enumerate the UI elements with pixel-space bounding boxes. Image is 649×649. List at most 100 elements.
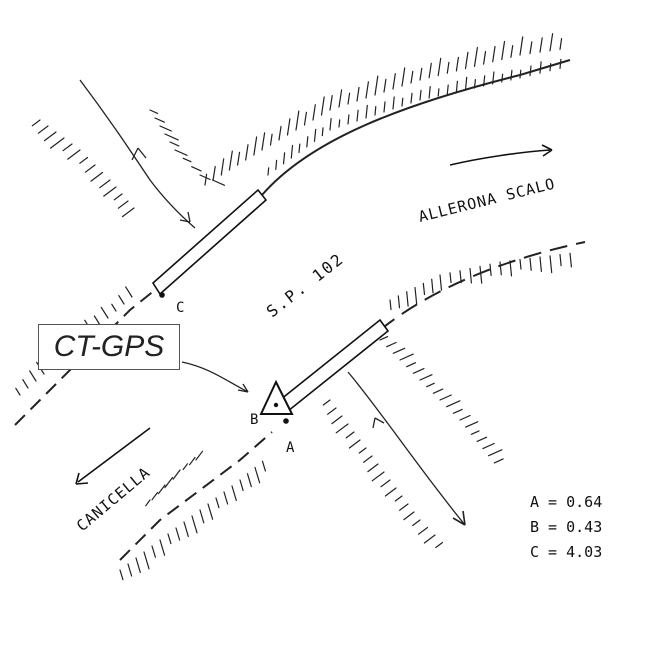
hatch-stroke [394, 495, 403, 502]
hatch-stroke [414, 286, 418, 305]
direction-east-label: ALLERONA SCALO [417, 174, 558, 225]
legend-value: 4.03 [566, 543, 603, 561]
hatch-stroke [228, 150, 233, 171]
embankment-hatching [15, 33, 573, 581]
hatch-stroke [338, 119, 341, 128]
hatch-stroke [261, 132, 266, 151]
hatch-stroke [374, 105, 377, 116]
hatch-stroke [422, 282, 426, 296]
hatch-stroke [199, 174, 211, 181]
stream-arrow-4 [452, 510, 466, 526]
hatch-stroke [312, 104, 316, 121]
hatch-stroke [84, 164, 96, 173]
hatch-stroke [386, 341, 397, 348]
hatch-stroke [419, 67, 423, 81]
hatch-stroke [432, 388, 444, 394]
hatch-stroke [338, 89, 343, 108]
hatch-stroke [403, 511, 415, 521]
hatch-stroke [380, 479, 391, 488]
hatch-stroke [93, 315, 101, 326]
stream-lower-right [347, 371, 466, 526]
hatch-stroke [327, 407, 337, 415]
legend-sep: = [539, 543, 567, 561]
hatch-stroke [371, 471, 385, 482]
hatch-stroke [295, 110, 300, 131]
legend: A = 0.64 B = 0.43 C = 4.03 [530, 490, 640, 565]
hatch-stroke [501, 73, 504, 83]
hatch-stroke [356, 86, 360, 102]
hatch-stroke [119, 569, 124, 581]
hatch-stroke [125, 286, 133, 298]
hatch-stroke [379, 336, 389, 341]
hatch-stroke [189, 456, 196, 466]
hatch-stroke [412, 368, 425, 374]
hatch-stroke [290, 144, 294, 159]
hatch-stroke [510, 69, 513, 81]
stream-arrow-2 [179, 211, 191, 223]
hatch-stroke [423, 534, 436, 544]
ct-gps-label-box: CT-GPS [38, 324, 180, 370]
hatch-stroke [492, 45, 496, 63]
point-a-marker [283, 418, 289, 424]
hatch-stroke [62, 143, 73, 152]
hatch-stroke [118, 295, 125, 305]
hatch-stroke [501, 40, 506, 61]
arrow-east [449, 149, 551, 166]
hatch-stroke [182, 157, 192, 163]
hatch-stroke [399, 353, 414, 361]
hatch-stroke [169, 141, 180, 147]
hatch-stroke [406, 362, 417, 368]
hatch-stroke [79, 156, 89, 164]
hatch-stroke [49, 137, 65, 149]
hatch-stroke [164, 133, 179, 141]
hatch-stroke [383, 78, 387, 93]
hatch-stroke [401, 97, 404, 107]
hatch-stroke [175, 527, 181, 541]
hatch-stroke [529, 257, 532, 271]
hatch-stroke [237, 151, 241, 166]
stream-upper-left [79, 79, 196, 229]
hatch-stroke [476, 436, 488, 442]
hatch-stroke [245, 144, 249, 161]
hatch-stroke [135, 557, 141, 574]
hatch-stroke [239, 479, 244, 491]
stream-arrow-1 [131, 147, 147, 161]
hatch-stroke [488, 449, 503, 457]
hatch-stroke [549, 62, 552, 72]
arrow-east-head [541, 144, 553, 157]
point-c-marker [159, 292, 165, 298]
hatch-stroke [15, 387, 21, 396]
ct-gps-label: CT-GPS [53, 330, 165, 363]
hatch-stroke [392, 347, 406, 354]
hatch-stroke [37, 125, 49, 134]
hatch-stroke [331, 415, 343, 425]
hatch-stroke [348, 439, 361, 449]
hatch-stroke [29, 370, 37, 382]
hatch-stroke [154, 117, 165, 123]
hatch-stroke [191, 166, 202, 172]
hatch-stroke [529, 41, 533, 55]
legend-key: C [530, 543, 540, 561]
hatch-stroke [267, 167, 270, 176]
hatch-stroke [99, 179, 111, 189]
hatch-stroke [22, 379, 29, 389]
hatch-stroke [347, 92, 351, 105]
hatch-stroke [559, 253, 562, 267]
hatch-stroke [431, 278, 434, 294]
hatch-stroke [479, 265, 483, 284]
hatch-stroke [417, 526, 429, 535]
hatch-stroke [282, 152, 286, 165]
hatch-stroke [428, 62, 432, 79]
hatch-stroke [455, 80, 458, 93]
hatch-stroke [211, 179, 226, 186]
hatch-stroke [519, 36, 524, 56]
hatch-stroke [539, 61, 542, 74]
hatch-stroke [549, 255, 553, 274]
hatch-stroke [401, 67, 406, 87]
hatch-stroke [145, 499, 151, 507]
hatch-stroke [383, 101, 386, 113]
hatch-stroke [473, 46, 478, 68]
hatch-stroke [419, 374, 433, 381]
legend-sep: = [539, 518, 567, 536]
